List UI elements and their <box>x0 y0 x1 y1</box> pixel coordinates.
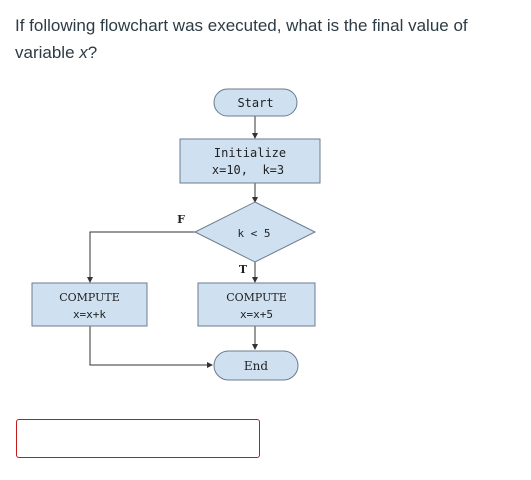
answer-input[interactable] <box>16 419 260 458</box>
end-terminal <box>213 350 299 381</box>
decision-condition: k < 5 <box>237 227 270 240</box>
compute-right-expr: x=x+5 <box>240 308 273 321</box>
false-branch-label: F <box>177 213 185 226</box>
initialize-label: Initialize <box>214 146 286 160</box>
initialize-box <box>179 138 321 184</box>
start-terminal <box>213 88 298 117</box>
connector-decision-false <box>87 231 195 283</box>
question-part-2: ? <box>87 43 98 62</box>
decision-diamond <box>193 201 317 263</box>
end-label: End <box>244 359 268 373</box>
true-branch-label: T <box>239 263 248 276</box>
question-text: If following flowchart was executed, wha… <box>15 12 515 66</box>
compute-box-left <box>31 282 148 327</box>
compute-right-title: COMPUTE <box>226 291 287 304</box>
flowchart: Start Initialize x=10, k=3 k < 5 F T COM… <box>31 88 321 381</box>
compute-left-expr: x=x+k <box>73 308 106 321</box>
initialize-values: x=10, k=3 <box>212 163 284 177</box>
compute-left-title: COMPUTE <box>59 291 120 304</box>
compute-box-right <box>197 282 316 327</box>
connector-left-end <box>89 326 213 368</box>
question-variable: x <box>79 43 88 62</box>
question-part-1: If following flowchart was executed, wha… <box>15 16 468 62</box>
start-label: Start <box>237 96 273 110</box>
